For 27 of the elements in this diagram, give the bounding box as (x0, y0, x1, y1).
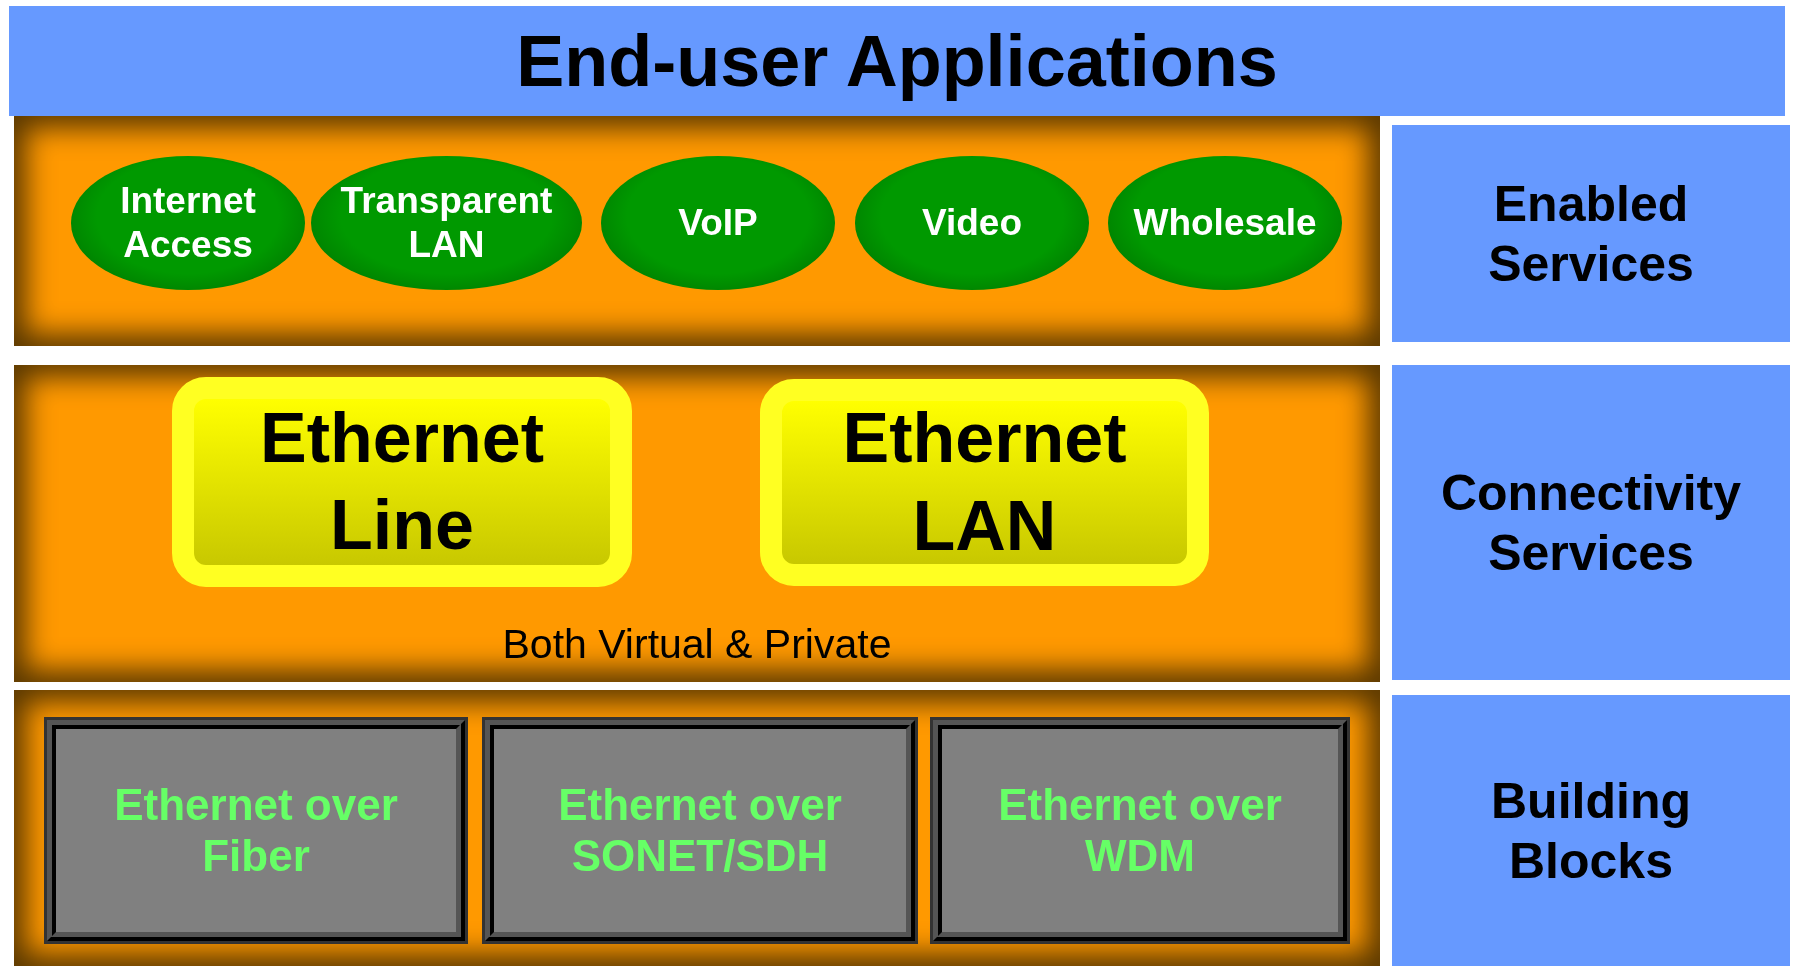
label-text: VoIP (678, 200, 758, 245)
label-text: Connectivity Services (1439, 463, 1743, 583)
label-text: Wholesale (1133, 200, 1317, 245)
building-block-box (933, 720, 1347, 941)
label-text: Ethernet Line (259, 397, 545, 566)
layer-band (14, 116, 1380, 346)
label-text: Building Blocks (1490, 771, 1692, 891)
label-text: Ethernet over WDM (997, 779, 1283, 882)
layer-band (14, 690, 1380, 966)
label-text: Internet Access (119, 178, 257, 267)
heading-band (9, 6, 1785, 116)
layer-note: Both Virtual & Private (502, 621, 892, 668)
service-box (760, 379, 1209, 586)
label-text: End-user Applications (516, 20, 1278, 102)
label-text: Enabled Services (1487, 174, 1695, 294)
label-text: Ethernet over SONET/SDH (557, 779, 843, 882)
label-text: Transparent LAN (339, 178, 554, 267)
service-box (172, 377, 632, 587)
layer-band (14, 365, 1380, 682)
label-text: Ethernet over Fiber (113, 779, 399, 882)
layer-label-panel (1392, 365, 1790, 680)
building-block-box (47, 720, 465, 941)
building-block-box (485, 720, 915, 941)
layer-label-panel (1392, 125, 1790, 342)
label-text: Ethernet LAN (841, 398, 1128, 567)
label-text: Video (921, 200, 1023, 245)
layer-label-panel (1392, 695, 1790, 966)
